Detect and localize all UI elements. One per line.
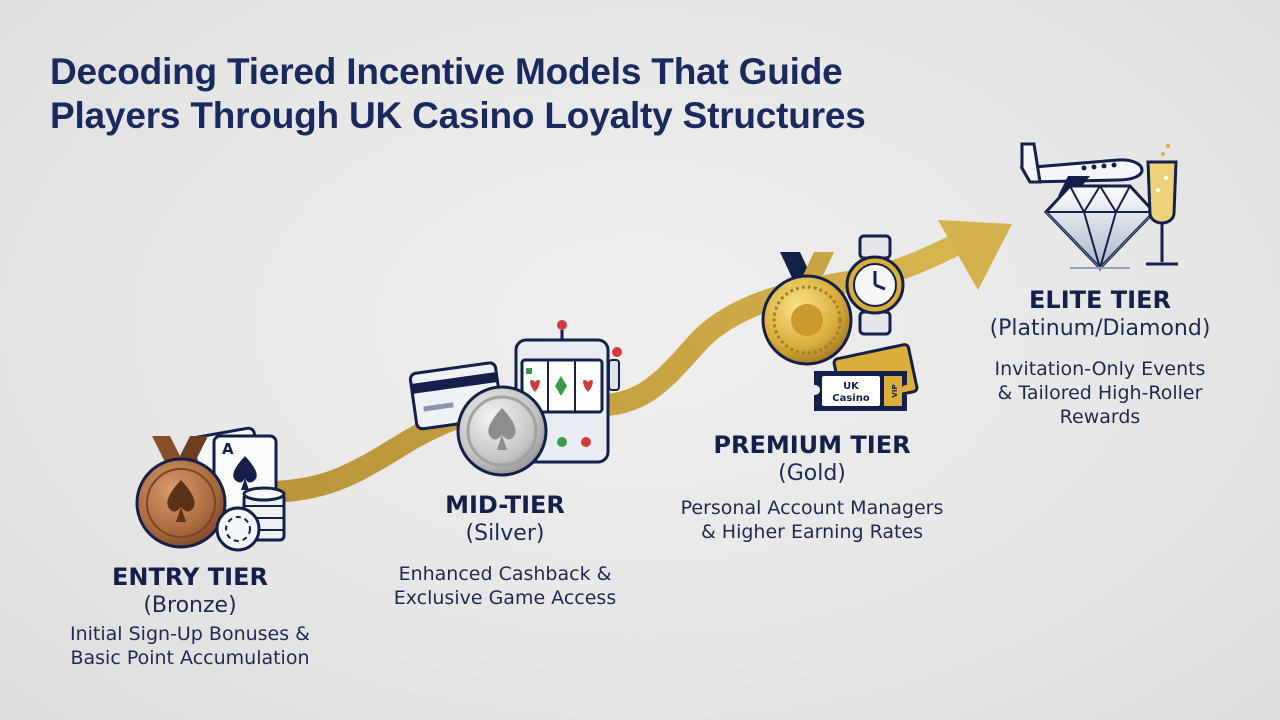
silver-coin-icon [456,385,548,477]
tier-entry: ENTRY TIER (Bronze) Initial Sign-Up Bonu… [40,562,340,670]
tier-name: PREMIUM TIER [713,431,911,459]
tier-name: ELITE TIER [1029,286,1171,314]
page-title: Decoding Tiered Incentive Models That Gu… [50,50,866,138]
tier-description-line: & Higher Earning Rates [700,521,924,543]
title-line-2: Players Through UK Casino Loyalty Struct… [50,95,866,136]
tier-level: (Bronze) [143,593,237,618]
tier-description-line: Basic Point Accumulation [70,647,310,669]
tier-description-line: Invitation-Only Events [994,358,1206,380]
vip-ticket-icon: VIP UK Casino VIP [814,343,919,411]
title-line-1: Decoding Tiered Incentive Models That Gu… [50,51,843,92]
tier-level: (Silver) [465,521,545,546]
tier-description-line: Exclusive Game Access [393,587,617,609]
tier-mid: MID-TIER (Silver) Enhanced Cashback & Ex… [355,490,655,610]
tier-premium: PREMIUM TIER (Gold) Personal Account Man… [662,430,962,544]
ticket-line-uk: UK [843,381,860,392]
chip-stack-icon [215,486,286,552]
ticket-stub-label: VIP [891,384,899,397]
wristwatch-icon [845,234,905,336]
tier-description: Invitation-Only Events & Tailored High-R… [950,357,1250,429]
tier-description: Personal Account Managers & Higher Earni… [662,496,962,544]
tier-description-line: Personal Account Managers [680,497,944,519]
tier-elite: ELITE TIER (Platinum/Diamond) Invitation… [950,285,1250,429]
tier-description-line: Rewards [1059,406,1141,428]
tier-name: MID-TIER [445,491,565,519]
tier-description-line: Enhanced Cashback & [398,563,612,585]
tier-description-line: & Tailored High-Roller [997,382,1203,404]
tier-level: (Gold) [778,461,846,486]
champagne-glass-icon [1146,144,1178,266]
tier-description: Enhanced Cashback & Exclusive Game Acces… [355,562,655,610]
tier-description-line: Initial Sign-Up Bonuses & [69,623,310,645]
bronze-medal-icon [135,436,227,549]
tier-name: ENTRY TIER [112,563,268,591]
private-jet-icon [1019,142,1144,196]
svg-text:A: A [222,440,234,458]
diamond-icon [1043,184,1157,272]
tier-level: (Platinum/Diamond) [989,316,1211,341]
tier-description: Initial Sign-Up Bonuses & Basic Point Ac… [40,622,340,670]
gold-medal-icon [761,252,853,366]
ticket-line-casino: Casino [832,393,870,404]
